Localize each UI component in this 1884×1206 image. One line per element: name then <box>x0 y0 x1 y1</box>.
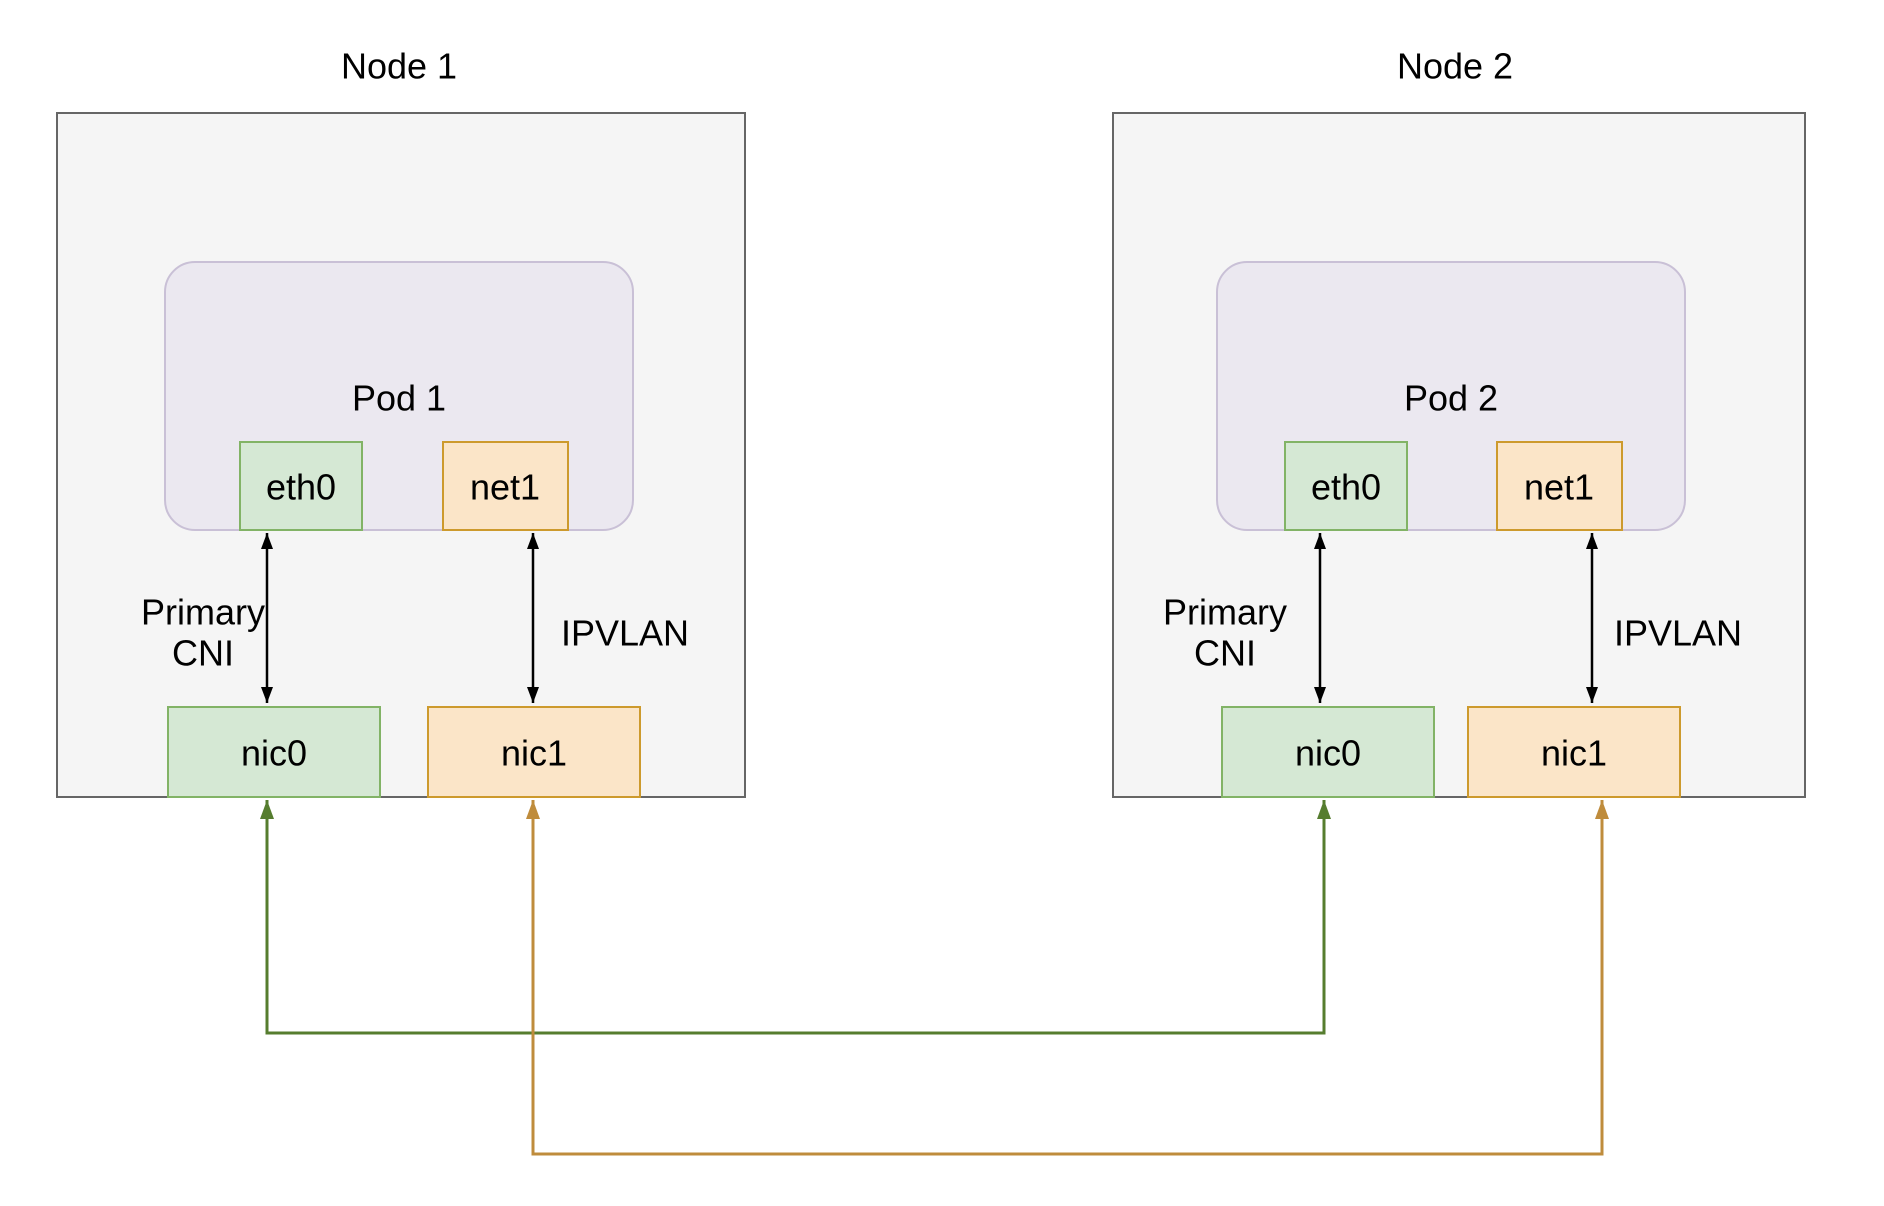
node2-ipvlan-label: IPVLAN <box>1614 613 1742 654</box>
node2-nic1-box <box>1467 706 1681 798</box>
node1-nic0-box <box>167 706 381 798</box>
node1-pod-label: Pod 1 <box>352 378 446 419</box>
node1-nic1-label: nic1 <box>501 733 567 774</box>
node1-eth0-label: eth0 <box>266 467 336 508</box>
node2-pod-label: Pod 2 <box>1404 378 1498 419</box>
node2-nic0-label: nic0 <box>1295 733 1361 774</box>
node1-ipvlan-label: IPVLAN <box>561 613 689 654</box>
node1-eth0-box <box>239 441 363 531</box>
node2-primary-cni-label-line1: Primary <box>1163 592 1287 633</box>
node1-net1-label: net1 <box>470 467 540 508</box>
node2-eth0-label: eth0 <box>1311 467 1381 508</box>
node2-nic1-label: nic1 <box>1541 733 1607 774</box>
nic0-interconnect-arrow <box>260 800 1331 1035</box>
node1-title: Node 1 <box>341 46 457 87</box>
node1-primary-cni-label-line1: Primary <box>141 592 265 633</box>
node2-primary-cni-label-line2: CNI <box>1194 633 1256 674</box>
node1-primary-cni-label-line2: CNI <box>172 633 234 674</box>
node2-title: Node 2 <box>1397 46 1513 87</box>
node2-nic0-box <box>1221 706 1435 798</box>
node1-nic0-label: nic0 <box>241 733 307 774</box>
node2-eth0-box <box>1284 441 1408 531</box>
node2-net1-label: net1 <box>1524 467 1594 508</box>
nic1-interconnect-arrow <box>526 800 1609 1156</box>
node1-nic1-box <box>427 706 641 798</box>
node1-net1-box <box>442 441 569 531</box>
node2-net1-box <box>1496 441 1623 531</box>
